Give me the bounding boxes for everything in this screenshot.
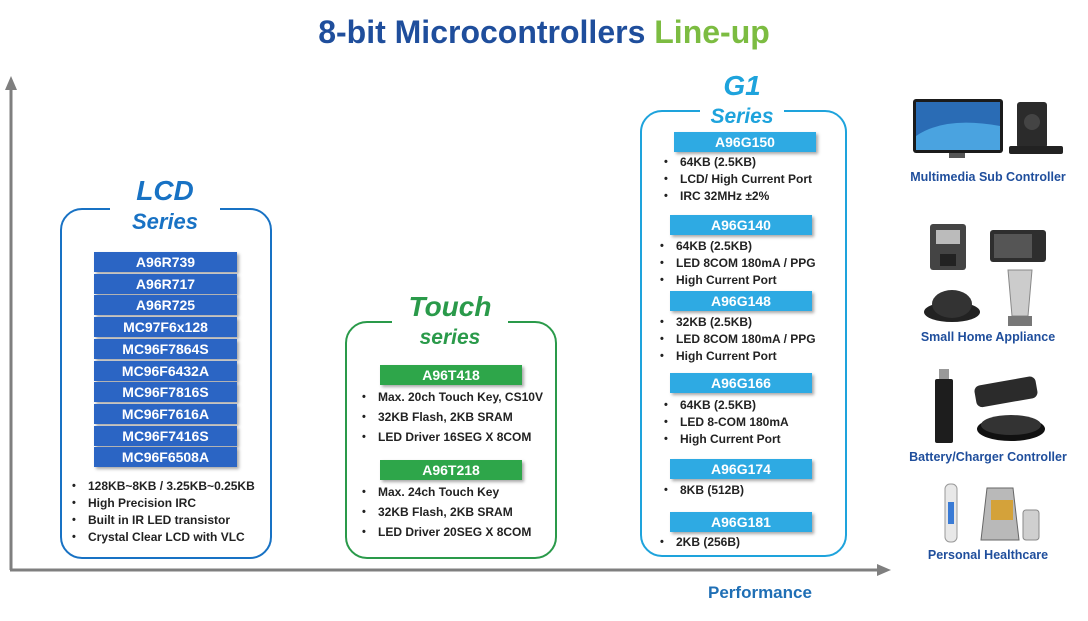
app-label-battery-charger: Battery/Charger Controller	[909, 450, 1067, 464]
touch-title-line1: Touch	[408, 291, 492, 322]
touch-feature-list: Max. 24ch Touch Key32KB Flash, 2KB SRAML…	[358, 482, 531, 542]
g1-chip: A96G148	[670, 291, 812, 311]
g1-feature-list: 8KB (512B)	[660, 482, 744, 499]
title-main: 8-bit Microcontrollers	[318, 14, 646, 50]
g1-series-title: G1 Series	[700, 70, 784, 132]
lcd-chip: A96R725	[94, 295, 237, 316]
app-label-home-appliance: Small Home Appliance	[920, 330, 1056, 344]
lcd-feature-list: 128KB~8KB / 3.25KB~0.25KBHigh Precision …	[68, 478, 255, 546]
g1-feature-list: 32KB (2.5KB)LED 8COM 180mA / PPGHigh Cur…	[656, 314, 816, 365]
home-appliances-image	[924, 224, 1046, 326]
app-label-healthcare: Personal Healthcare	[927, 548, 1049, 562]
feature-item: LED Driver 16SEG X 8COM	[358, 427, 543, 447]
feature-item: LED Driver 20SEG X 8COM	[358, 522, 531, 542]
feature-item: Max. 20ch Touch Key, CS10V	[358, 387, 543, 407]
g1-chip: A96G181	[670, 512, 812, 532]
feature-item: LED 8COM 180mA / PPG	[656, 255, 816, 272]
healthcare-products-image	[944, 483, 1040, 543]
lcd-chip: MC96F7616A	[94, 403, 237, 424]
feature-item: High Current Port	[656, 272, 816, 289]
feature-item: 2KB (256B)	[656, 534, 740, 551]
x-axis-label: Performance	[708, 583, 812, 602]
lcd-chip: MC96F6432A	[94, 360, 237, 381]
g1-title-line1: G1	[723, 70, 761, 101]
lcd-chip: MC96F7816S	[94, 382, 237, 403]
g1-title-line2: Series	[710, 105, 774, 128]
feature-item: LCD/ High Current Port	[660, 171, 812, 188]
feature-item: LED 8-COM 180mA	[660, 414, 789, 431]
feature-item: LED 8COM 180mA / PPG	[656, 331, 816, 348]
touch-chip: A96T418	[380, 365, 522, 385]
lcd-title-line2: Series	[131, 209, 199, 234]
g1-chip: A96G166	[670, 373, 812, 393]
lcd-chip: A96R739	[94, 252, 237, 272]
lcd-chip: MC96F6508A	[94, 447, 237, 468]
battery-charger-image	[935, 369, 1045, 443]
feature-item: High Current Port	[656, 348, 816, 365]
g1-feature-list: 64KB (2.5KB)LCD/ High Current PortIRC 32…	[660, 154, 812, 205]
lcd-chip: A96R717	[94, 273, 237, 294]
touch-title-line2: series	[419, 326, 481, 349]
g1-feature-list: 64KB (2.5KB)LED 8-COM 180mAHigh Current …	[660, 397, 789, 448]
feature-item: Built in IR LED transistor	[68, 512, 255, 529]
g1-chip: A96G150	[674, 132, 816, 152]
feature-item: Crystal Clear LCD with VLC	[68, 529, 255, 546]
feature-item: High Precision IRC	[68, 495, 255, 512]
lcd-title-line1: LCD	[136, 175, 194, 206]
lcd-chip: MC96F7864S	[94, 338, 237, 359]
feature-item: 64KB (2.5KB)	[660, 397, 789, 414]
g1-chip: A96G140	[670, 215, 812, 235]
g1-feature-list: 2KB (256B)	[656, 534, 740, 551]
feature-item: 32KB (2.5KB)	[656, 314, 816, 331]
feature-item: 8KB (512B)	[660, 482, 744, 499]
feature-item: High Current Port	[660, 431, 789, 448]
lcd-chip: MC97F6x128	[94, 317, 237, 338]
feature-item: Max. 24ch Touch Key	[358, 482, 531, 502]
lcd-series-title: LCD Series	[110, 175, 220, 237]
feature-item: 128KB~8KB / 3.25KB~0.25KB	[68, 478, 255, 495]
tv-and-soundbar-image	[913, 99, 1063, 158]
g1-feature-list: 64KB (2.5KB)LED 8COM 180mA / PPGHigh Cur…	[656, 238, 816, 289]
g1-chip: A96G174	[670, 459, 812, 479]
feature-item: IRC 32MHz ±2%	[660, 188, 812, 205]
feature-item: 64KB (2.5KB)	[660, 154, 812, 171]
title-accent: Line-up	[654, 14, 770, 50]
touch-series-title: Touch series	[392, 290, 508, 352]
feature-item: 32KB Flash, 2KB SRAM	[358, 502, 531, 522]
app-label-multimedia: Multimedia Sub Controller	[910, 170, 1066, 184]
lcd-chip: MC96F7416S	[94, 425, 237, 446]
page-title: 8-bit Microcontrollers Line-up	[0, 14, 1088, 51]
touch-chip: A96T218	[380, 460, 522, 480]
feature-item: 64KB (2.5KB)	[656, 238, 816, 255]
feature-item: 32KB Flash, 2KB SRAM	[358, 407, 543, 427]
touch-feature-list: Max. 20ch Touch Key, CS10V32KB Flash, 2K…	[358, 387, 543, 447]
